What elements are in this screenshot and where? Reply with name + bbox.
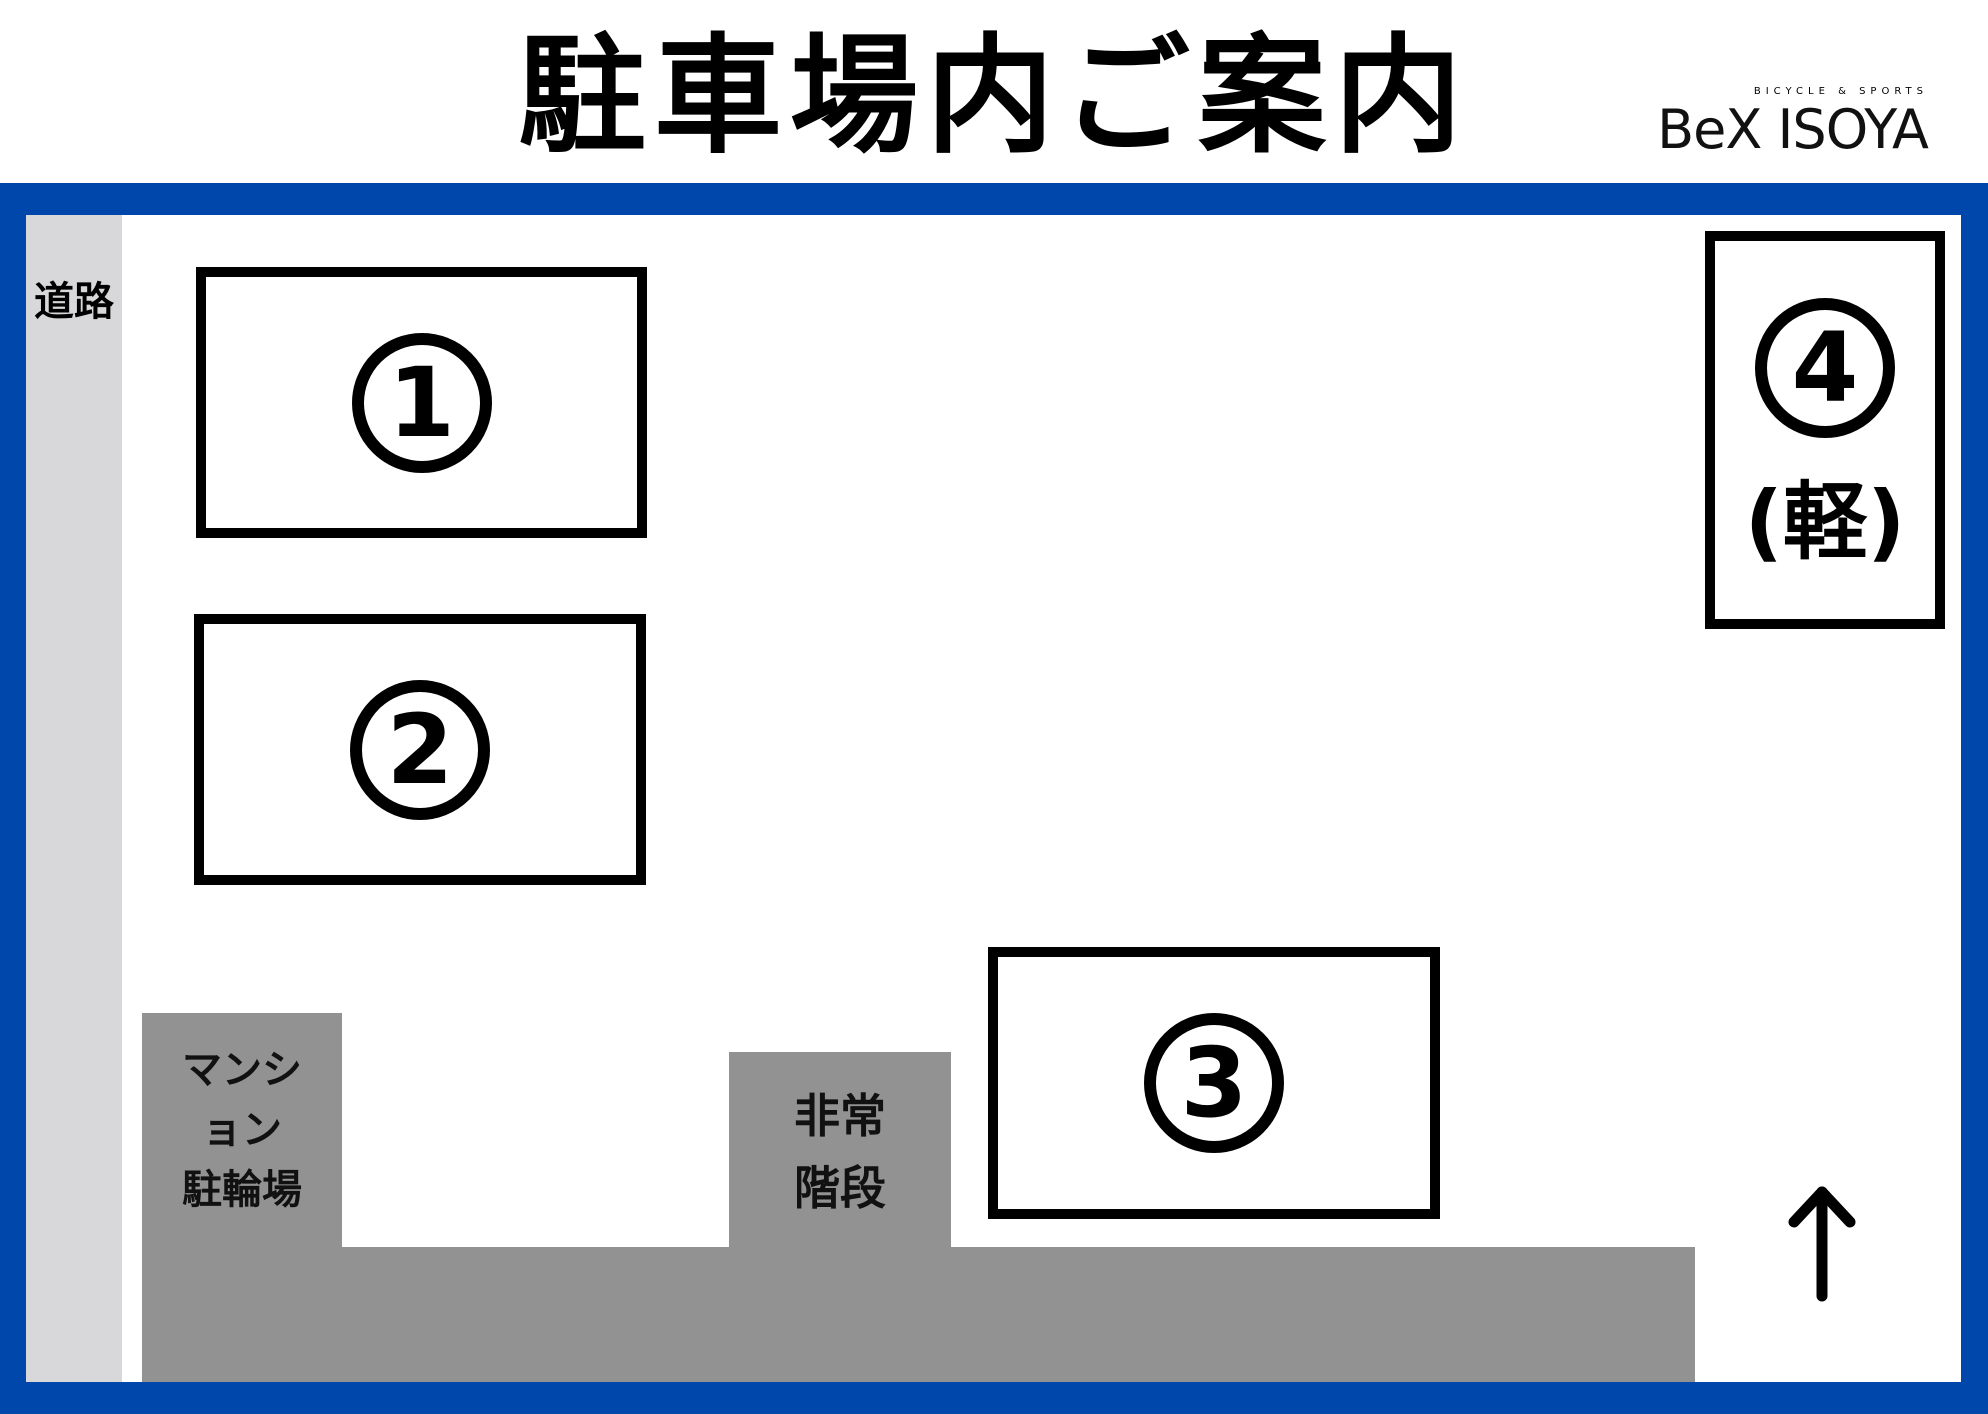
logo-tagline: BICYCLE & SPORTS — [1753, 86, 1928, 97]
space-number-4: 4 — [1755, 298, 1895, 438]
page-title: 駐車場内ご案内 — [517, 22, 1470, 171]
space-number-2: 2 — [350, 679, 490, 820]
logo-name: BeX ISOYA — [1657, 98, 1929, 161]
header: 駐車場内ご案内 BICYCLE & SPORTS BeX ISOYA — [0, 0, 1988, 183]
bicycle-parking-label-line: ョン — [202, 1107, 282, 1153]
bicycle-parking-label-line: 駐輪場 — [182, 1167, 302, 1213]
bicycle-parking-label: マンシ ョン 駐輪場 — [142, 1040, 342, 1220]
emergency-stairs-label: 非常 階段 — [729, 1080, 951, 1224]
road-label: 道路 — [34, 279, 114, 325]
road-strip — [26, 215, 122, 1382]
emergency-stairs-label-line: 階段 — [794, 1161, 886, 1215]
bicycle-parking-block — [142, 1013, 342, 1382]
emergency-stairs-block — [729, 1052, 951, 1382]
space-number-3: 3 — [1144, 1013, 1284, 1153]
parking-space-4-kei: 4 (軽) — [1705, 231, 1945, 629]
kei-car-note: (軽) — [1744, 473, 1906, 571]
space-number-1: 1 — [351, 332, 492, 473]
bicycle-parking-label-line: マンシ — [182, 1047, 302, 1093]
emergency-stairs-label-line: 非常 — [794, 1089, 886, 1143]
brand-logo: BICYCLE & SPORTS BeX ISOYA — [1626, 86, 1929, 162]
parking-space-2: 2 — [194, 614, 646, 885]
parking-space-3: 3 — [988, 947, 1440, 1219]
arrow-up-icon — [1788, 1186, 1856, 1302]
parking-space-1: 1 — [196, 267, 647, 538]
